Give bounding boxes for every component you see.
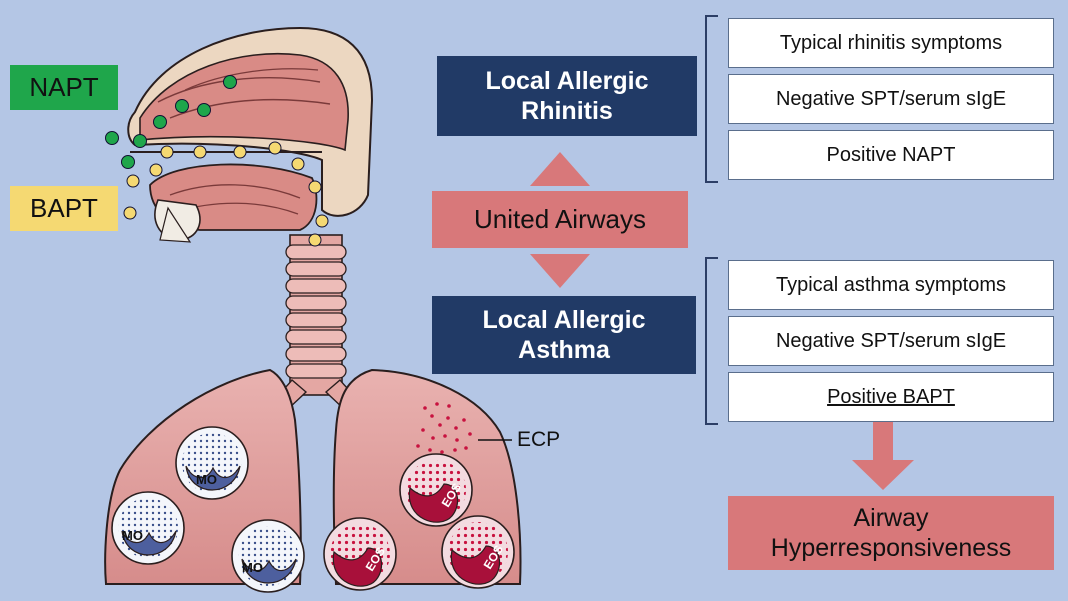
- mo-label: MO: [242, 560, 263, 575]
- asthma-title-line2: Asthma: [518, 336, 610, 364]
- asthma-bracket: [705, 257, 718, 425]
- arrow-up-to-rhinitis: [530, 152, 590, 186]
- ecp-dots: [416, 402, 472, 454]
- asthma-title-line1: Local Allergic: [482, 306, 646, 334]
- mo-cell: [175, 426, 249, 500]
- local-allergic-asthma-box: Local Allergic Asthma: [432, 296, 696, 374]
- rhinitis-bracket: [705, 15, 718, 183]
- mo-cell: [231, 519, 305, 593]
- asthma-criterion-symptoms: Typical asthma symptoms: [728, 260, 1054, 310]
- rhinitis-criterion-positive-napt: Positive NAPT: [728, 130, 1054, 180]
- ecp-label: ECP: [517, 428, 561, 451]
- rhinitis-title-line1: Local Allergic: [485, 67, 649, 95]
- rhinitis-criterion-negative-spt: Negative SPT/serum sIgE: [728, 74, 1054, 124]
- united-airways-box: United Airways: [432, 191, 688, 248]
- napt-label: NAPT: [10, 65, 118, 110]
- nasal-cavity-illustration: [127, 26, 374, 243]
- mo-cell: [111, 491, 185, 565]
- local-allergic-rhinitis-box: Local Allergic Rhinitis: [437, 56, 697, 136]
- airway-hyperresponsiveness-box: Airway Hyperresponsiveness: [728, 496, 1054, 570]
- napt-particles: [105, 75, 237, 169]
- bapt-particles: [123, 141, 329, 247]
- arrow-down-to-asthma: [530, 254, 590, 288]
- ahr-line1: Airway: [853, 504, 929, 532]
- arrow-down-to-ahr: [852, 414, 914, 490]
- ahr-line2: Hyperresponsiveness: [770, 534, 1012, 562]
- mo-label: MO: [196, 472, 217, 487]
- asthma-criterion-positive-bapt: Positive BAPT: [728, 372, 1054, 422]
- bapt-label: BAPT: [10, 186, 118, 231]
- eos-cell: [323, 517, 397, 591]
- rhinitis-criterion-symptoms: Typical rhinitis symptoms: [728, 18, 1054, 68]
- asthma-criterion-negative-spt: Negative SPT/serum sIgE: [728, 316, 1054, 366]
- rhinitis-title-line2: Rhinitis: [521, 97, 613, 125]
- mo-label: MO: [122, 528, 143, 543]
- eos-cell: [399, 453, 473, 527]
- eos-cell: [441, 515, 515, 589]
